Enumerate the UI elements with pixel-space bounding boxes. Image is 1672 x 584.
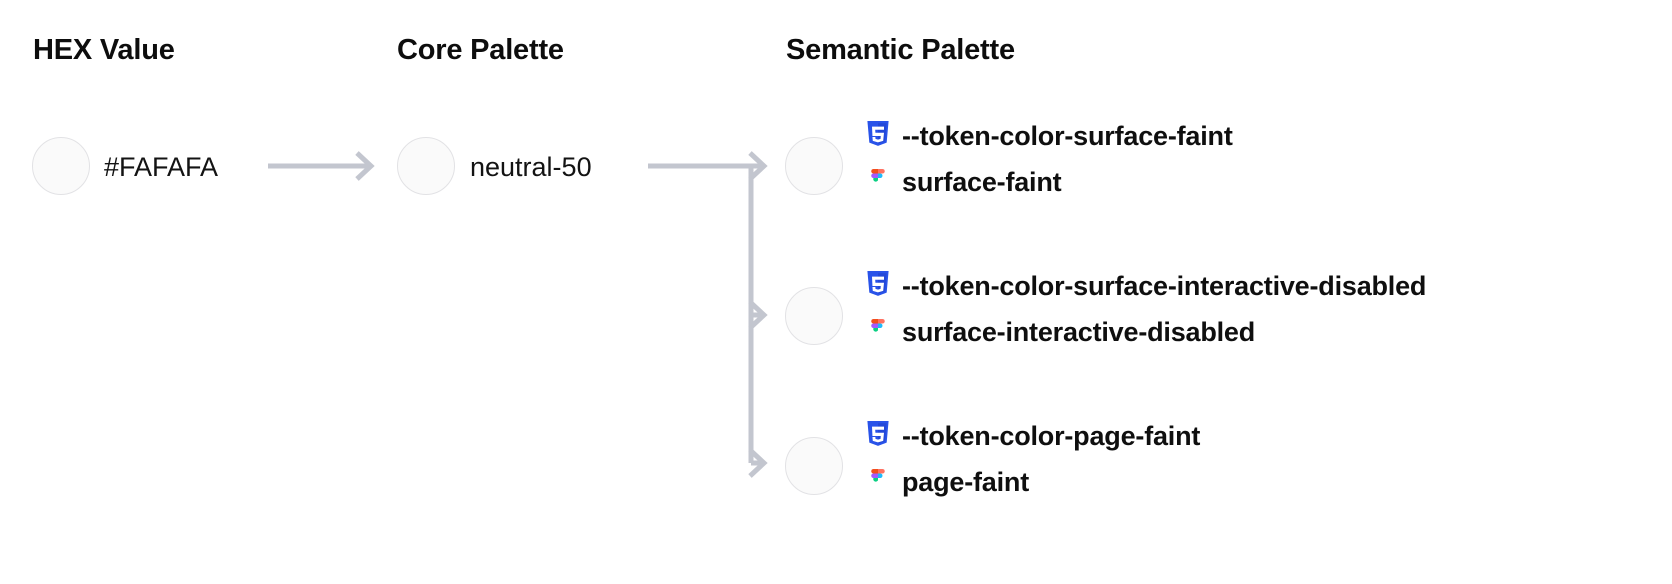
css-token-label: --token-color-surface-faint: [902, 120, 1233, 151]
color-swatch-semantic-surface-faint: [785, 137, 843, 195]
css-token-line: --token-color-surface-faint: [866, 113, 1233, 159]
core-palette-label: neutral-50: [470, 152, 592, 182]
column-heading-hex-value: HEX Value: [33, 34, 175, 66]
arrow-head-semantic-1: [748, 151, 768, 181]
color-swatch-semantic-surface-interactive-disabled: [785, 287, 843, 345]
color-swatch-hex: [32, 137, 90, 195]
color-swatch-semantic-page-faint: [785, 437, 843, 495]
figma-icon: [866, 167, 890, 197]
css3-icon: [866, 421, 890, 451]
semantic-token-row: --token-color-page-faint page-faint: [866, 413, 1200, 505]
css-token-line: --token-color-surface-interactive-disabl…: [866, 263, 1426, 309]
hex-value-label: #FAFAFA: [104, 152, 219, 182]
column-heading-core-palette: Core Palette: [397, 34, 564, 66]
figma-icon: [866, 467, 890, 497]
figma-token-line: surface-faint: [866, 159, 1233, 205]
arrow-head-semantic-2: [748, 300, 768, 330]
arrow-head-hex-to-core: [355, 151, 375, 181]
css-token-label: --token-color-surface-interactive-disabl…: [902, 270, 1427, 301]
figma-token-line: page-faint: [866, 459, 1200, 505]
figma-token-label: page-faint: [902, 466, 1030, 497]
color-swatch-core: [397, 137, 455, 195]
css3-icon: [866, 271, 890, 301]
css-token-label: --token-color-page-faint: [902, 420, 1201, 451]
figma-token-label: surface-faint: [902, 166, 1062, 197]
figma-token-line: surface-interactive-disabled: [866, 309, 1426, 355]
semantic-token-row: --token-color-surface-faint surface-fain…: [866, 113, 1233, 205]
css3-icon: [866, 121, 890, 151]
column-heading-semantic-palette: Semantic Palette: [786, 34, 1015, 66]
figma-token-label: surface-interactive-disabled: [902, 316, 1256, 347]
arrow-head-semantic-3: [748, 448, 768, 478]
semantic-token-row: --token-color-surface-interactive-disabl…: [866, 263, 1426, 355]
css-token-line: --token-color-page-faint: [866, 413, 1200, 459]
figma-icon: [866, 317, 890, 347]
